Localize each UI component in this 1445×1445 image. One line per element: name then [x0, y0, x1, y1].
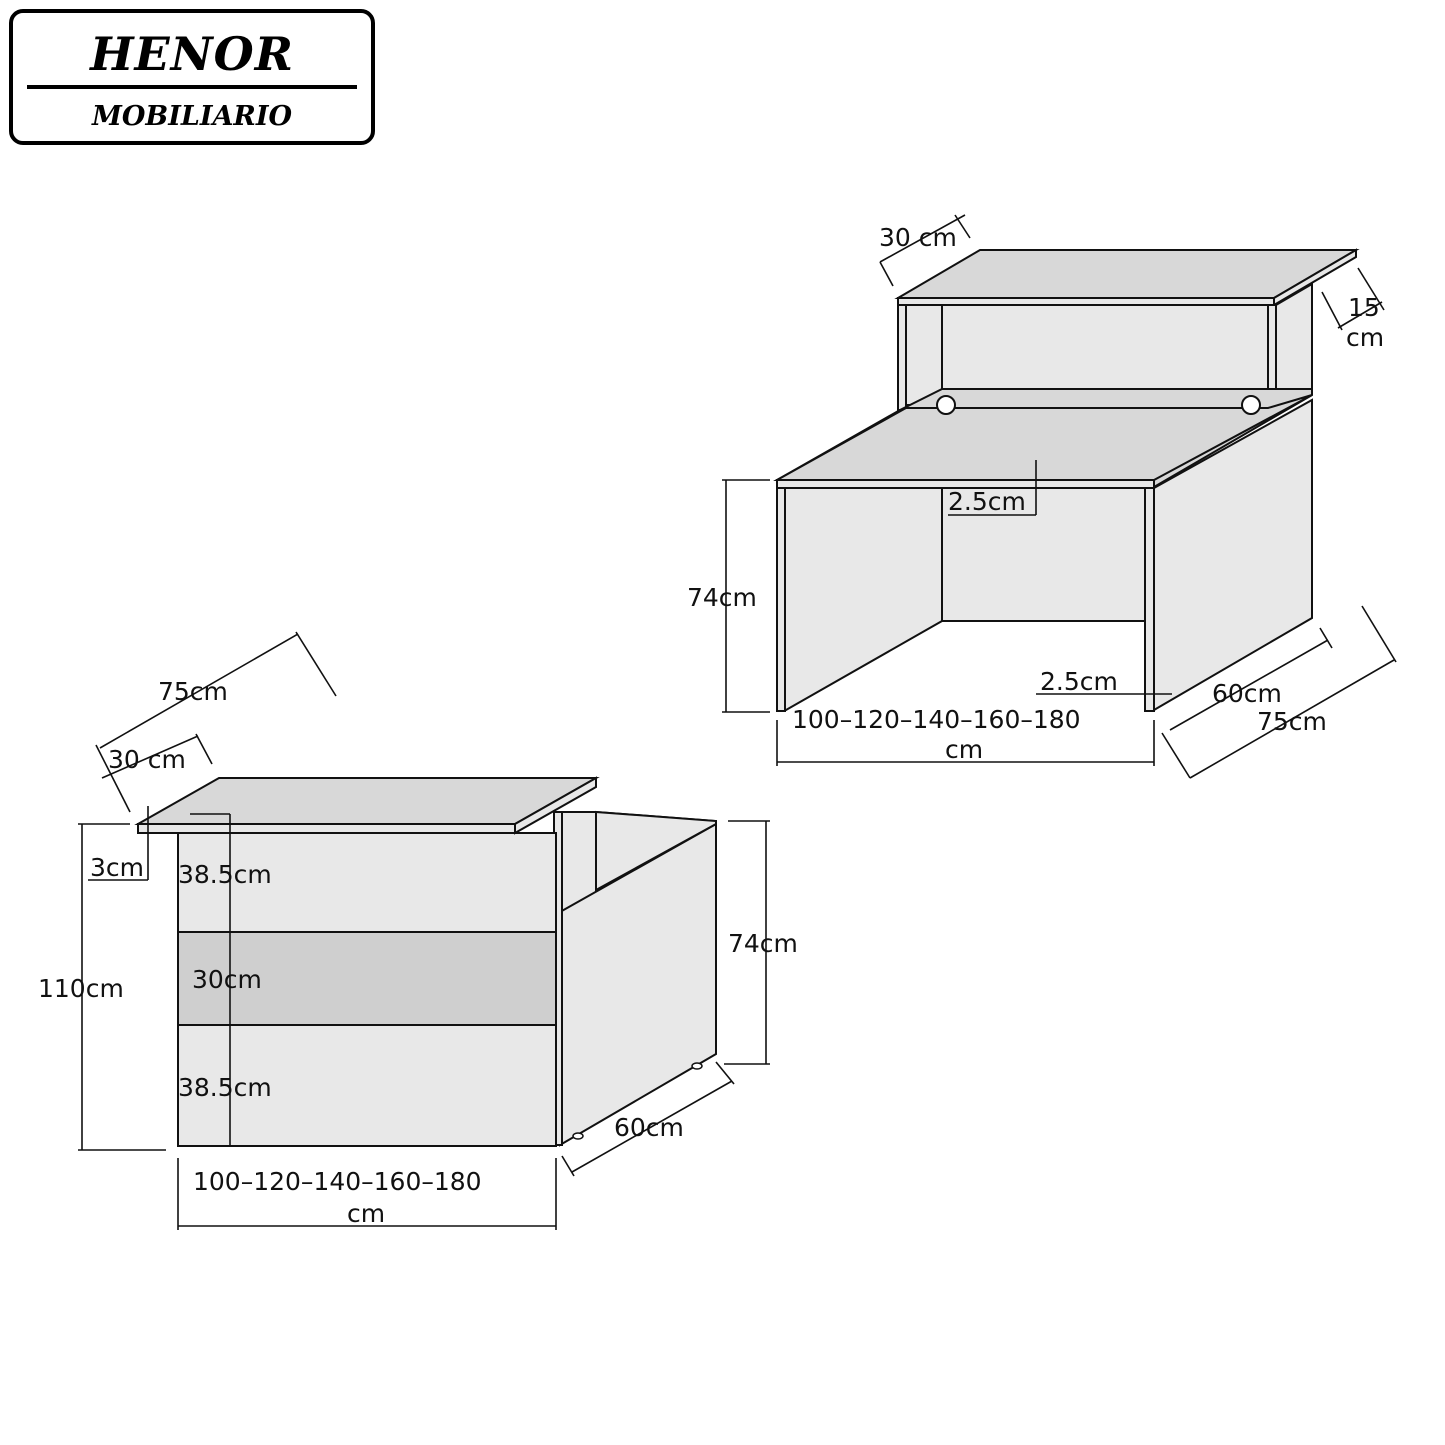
foot-front: [572, 1132, 584, 1140]
dim-tick: [879, 261, 894, 287]
dim-line: [571, 1080, 733, 1173]
front-panel-top: [177, 832, 557, 933]
dim-tick: [95, 744, 131, 813]
left-leg-panel: [776, 487, 943, 711]
dim-line: [1189, 659, 1395, 779]
label-front-panel-bottom: 38.5cm: [178, 1073, 272, 1102]
label-back-depth-inner: 60cm: [1212, 679, 1282, 708]
label-back-top-thickness: 2.5cm: [948, 487, 1026, 516]
dim-line: [101, 735, 199, 779]
label-back-shelf-width: 30 cm: [879, 223, 957, 252]
shelf-post-left: [897, 304, 907, 411]
label-front-depth-total: 75cm: [158, 677, 228, 706]
dim-tick: [1319, 627, 1333, 649]
back-view-desk: [773, 248, 1360, 712]
right-leg-side: [1153, 398, 1313, 712]
front-panel-bottom: [177, 1024, 557, 1147]
label-back-width-values: 100–120–140–160–180: [792, 705, 1081, 734]
shelf-top-side-edge: [1273, 248, 1357, 307]
dim-line: [99, 633, 299, 749]
label-front-top-thickness: 3cm: [90, 853, 144, 882]
dim-tick: [1321, 291, 1343, 331]
dim-line: [879, 214, 966, 263]
dim-tick: [295, 631, 337, 697]
dim-tick: [195, 733, 213, 765]
dim-tick: [1161, 732, 1191, 779]
modesty-panel: [941, 487, 1146, 622]
label-front-depth-inner: 60cm: [614, 1113, 684, 1142]
label-front-panel-top: 38.5cm: [178, 860, 272, 889]
label-front-shelf-width: 30 cm: [108, 745, 186, 774]
front-panel-middle: [177, 931, 557, 1026]
label-back-side-thickness: 2.5cm: [1040, 667, 1118, 696]
logo-subtitle: MOBILIARIO: [91, 101, 292, 132]
shelf-top-edge: [897, 297, 1275, 306]
label-front-panel-middle: 30cm: [192, 965, 262, 994]
logo-title: HENOR: [90, 27, 294, 81]
shelf-back-panel: [941, 304, 1269, 390]
cable-grommet-left: [936, 395, 956, 415]
label-front-width-unit: cm: [347, 1199, 385, 1228]
label-front-width-values: 100–120–140–160–180: [193, 1167, 482, 1196]
dim-tick: [561, 1155, 575, 1177]
label-back-width-unit: cm: [945, 735, 983, 764]
counter-top-edge: [137, 823, 516, 834]
cable-grommet-right: [1241, 395, 1261, 415]
counter-top-side-edge: [514, 776, 597, 835]
brand-logo: HENOR MOBILIARIO: [9, 9, 375, 145]
label-back-shelf-height-unit: cm: [1346, 323, 1384, 352]
dim-line: [1337, 301, 1383, 329]
left-leg-edge: [776, 487, 786, 712]
dim-tick: [1361, 605, 1397, 663]
dim-tick: [954, 214, 971, 239]
label-back-height: 74cm: [687, 583, 757, 612]
label-back-depth-total: 75cm: [1257, 707, 1327, 736]
back-view-dimensions: 30 cm 15 cm 2.5cm 74cm 2.5cm 100–120–140…: [687, 214, 1397, 779]
label-front-total-height: 110cm: [38, 974, 124, 1003]
right-leg-edge: [1144, 487, 1155, 712]
inner-side-panel: [595, 810, 717, 892]
front-view-dimensions: 75cm 30 cm 3cm 110cm 38.5cm 30cm 38.5cm: [38, 631, 798, 1230]
label-front-desk-height: 74cm: [728, 929, 798, 958]
dim-tick: [715, 1061, 735, 1085]
shelf-post-left-inner: [905, 304, 943, 406]
front-view-desk: [134, 776, 717, 1147]
foot-back: [691, 1062, 703, 1070]
dim-line: [1169, 639, 1329, 731]
label-back-shelf-height: 15: [1348, 293, 1380, 322]
logo-divider: [27, 85, 357, 89]
